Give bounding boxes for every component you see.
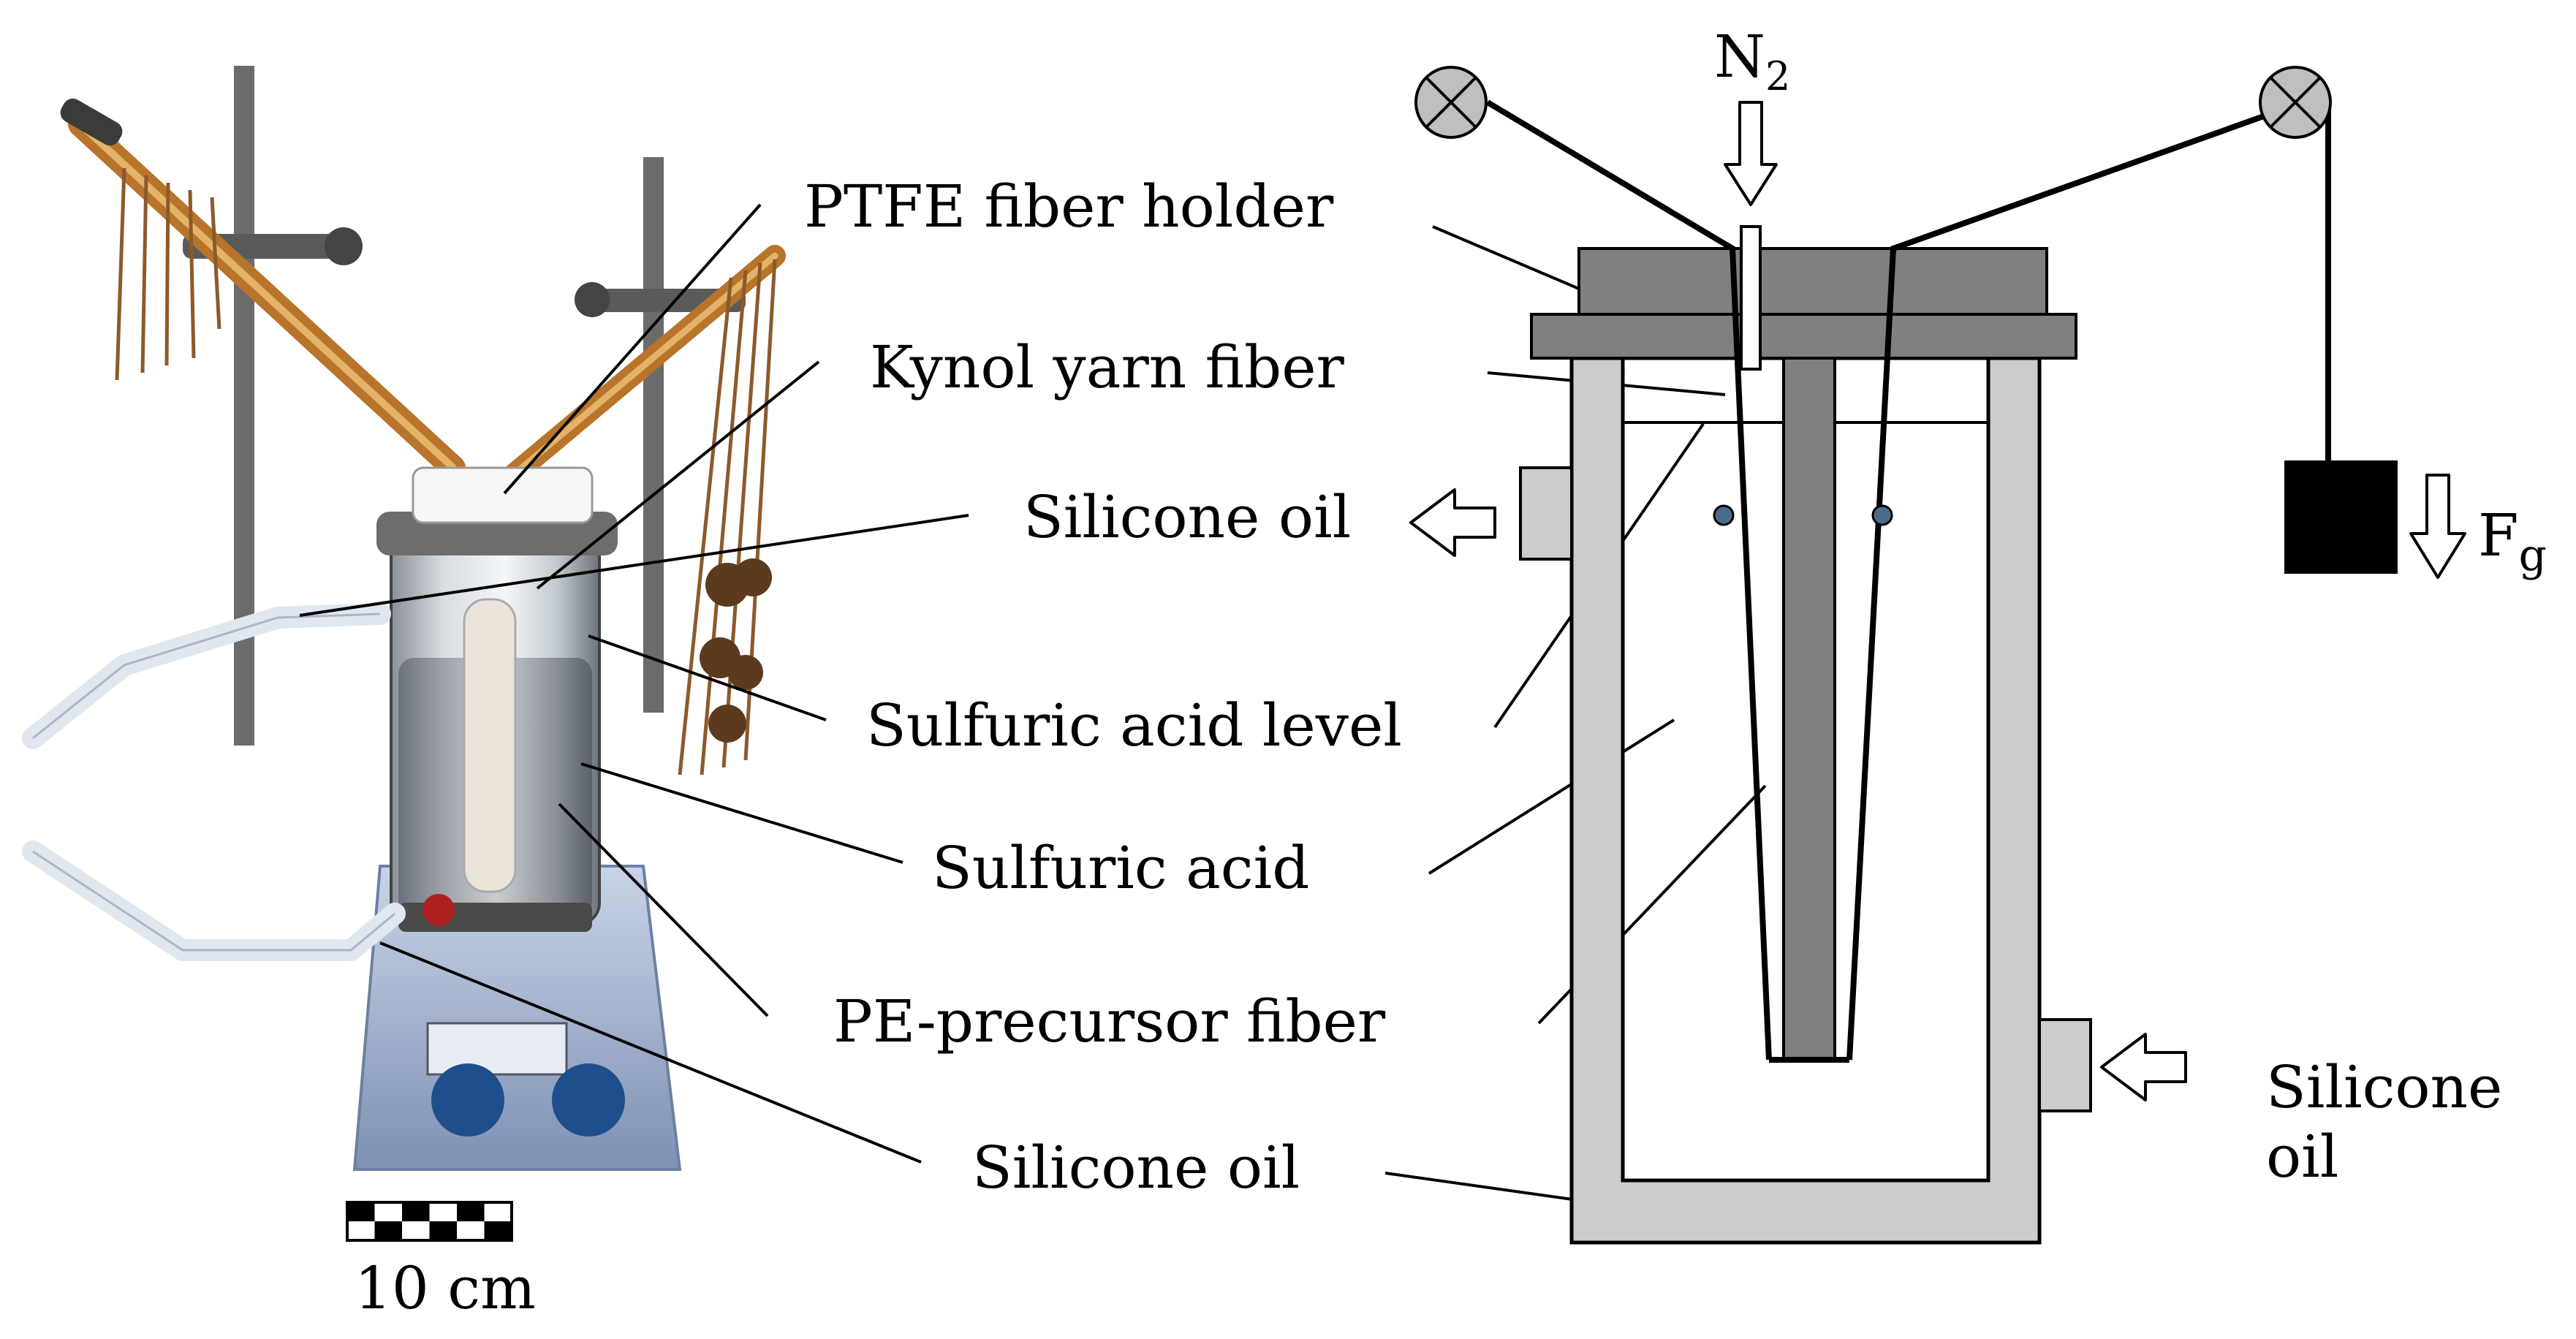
hotplate-display	[426, 1022, 568, 1076]
hotplate-knob-left	[431, 1063, 504, 1137]
pulley-icon	[2259, 66, 2332, 139]
silicone-oil-in-line1: Silicone	[2266, 1053, 2502, 1121]
hotplate	[352, 865, 682, 1171]
label-pe-fiber: PE-precursor fiber	[833, 987, 1386, 1055]
silicone-tubing	[22, 603, 406, 961]
label-acid-level: Sulfuric acid level	[866, 691, 1402, 759]
ptfe-lid	[412, 466, 594, 524]
label-kynol-yarn: Kynol yarn fiber	[870, 333, 1345, 401]
scale-bar	[346, 1201, 513, 1242]
oil-inlet-stub	[2038, 1018, 2092, 1112]
stand-rod-right	[643, 157, 664, 713]
photo-panel: 10 cm	[22, 66, 786, 1322]
central-rod	[1782, 357, 1836, 1061]
stand-rod-left	[234, 66, 254, 746]
n2-tube	[1740, 225, 1762, 371]
n2-label: N2	[1714, 23, 1790, 99]
fiber-path-right	[1846, 99, 2304, 1061]
label-acid: Sulfuric acid	[932, 834, 1309, 902]
fiber-path-left	[1485, 99, 1772, 1061]
arrow-left-icon	[1409, 488, 1496, 557]
callouts: PTFE fiber holder Kynol yarn fiber Silic…	[299, 172, 1767, 1207]
hanging-fibers-left	[115, 167, 221, 381]
lid-top	[1577, 247, 2048, 316]
bead-right	[1871, 504, 1893, 526]
pulley-icon	[1414, 66, 1488, 139]
oil-outlet-fitting	[423, 894, 455, 926]
force-label: Fg	[2478, 501, 2547, 581]
arrow-down-icon	[2409, 474, 2466, 579]
arrow-down-icon	[1724, 101, 1778, 206]
reactor-vessel	[376, 466, 618, 932]
silicone-oil-in-line2: oil	[2266, 1123, 2338, 1191]
scale-bar-label: 10 cm	[355, 1254, 536, 1322]
label-silicone-oil-top: Silicone oil	[1023, 483, 1351, 551]
hotplate-knob-right	[552, 1063, 625, 1137]
schematic-panel: N2 Fg Silicone oil	[1409, 23, 2547, 1245]
oil-outlet-stub	[1519, 466, 1573, 561]
lid-flange	[1530, 313, 2077, 360]
bead-left	[1713, 504, 1735, 526]
fiber-clips-right	[700, 558, 772, 743]
weight-icon	[2284, 460, 2398, 574]
label-silicone-oil-bottom: Silicone oil	[972, 1134, 1300, 1202]
label-ptfe-holder: PTFE fiber holder	[804, 172, 1334, 240]
arrow-left-icon	[2100, 1033, 2187, 1101]
fiber-guide-rod	[463, 598, 517, 893]
